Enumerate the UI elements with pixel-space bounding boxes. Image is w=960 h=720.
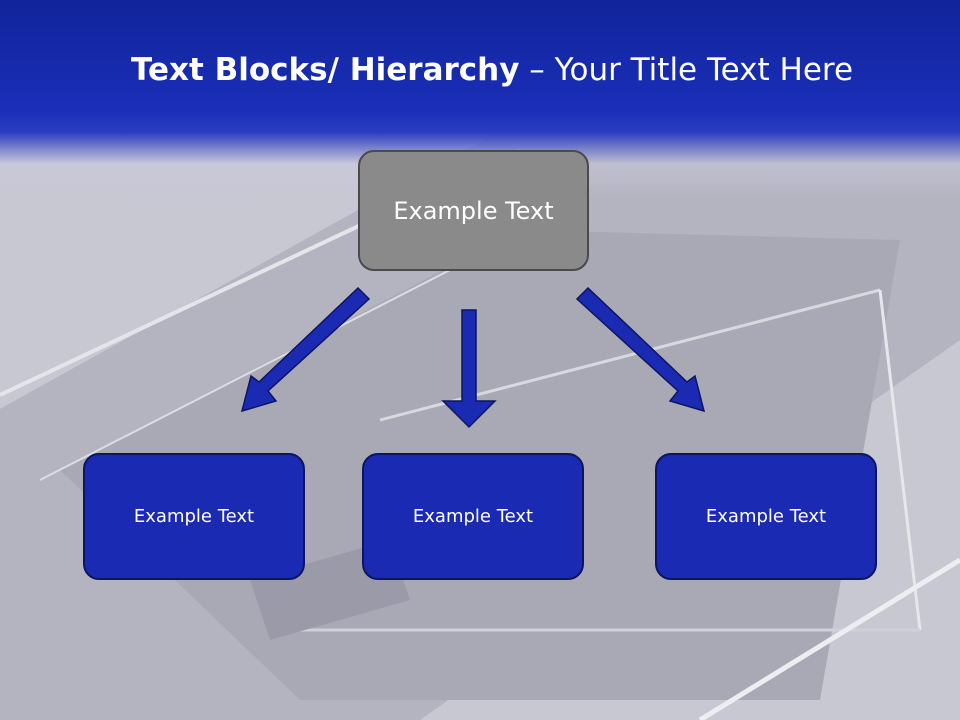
title-regular-part: – Your Title Text Here: [519, 52, 854, 88]
child-label: Example Text: [705, 506, 827, 527]
child-box-center: Example Text: [362, 453, 584, 580]
root-label: Example Text: [393, 196, 554, 225]
root-box: Example Text: [358, 150, 589, 271]
child-label: Example Text: [412, 506, 534, 527]
child-label: Example Text: [133, 506, 255, 527]
title-bold-part: Text Blocks/ Hierarchy: [130, 52, 520, 88]
child-box-right: Example Text: [655, 453, 877, 580]
child-box-left: Example Text: [83, 453, 305, 580]
slide-title: Text Blocks/ Hierarchy – Your Title Text…: [0, 52, 960, 88]
